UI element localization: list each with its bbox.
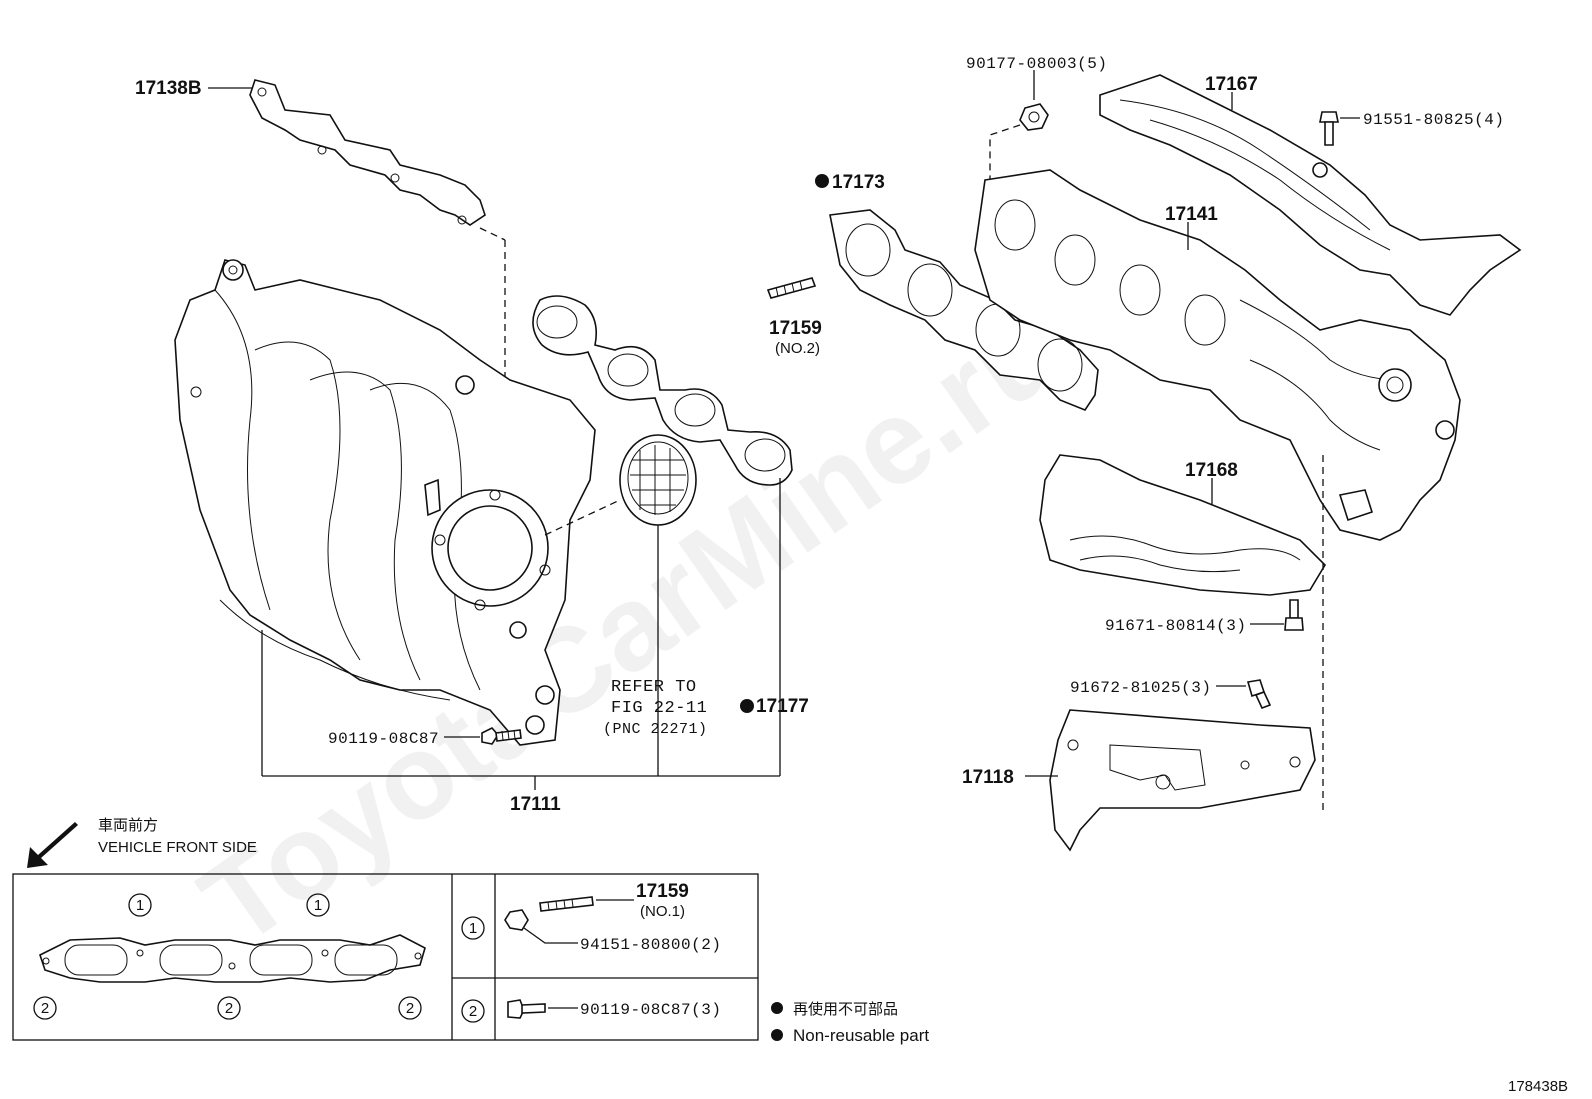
insulator-17168-drawing [1039,454,1327,596]
label-17159-no2-sub: (NO.2) [775,340,820,357]
vehicle-front-jp: 車両前方 [98,817,158,834]
label-17167: 17167 [1205,74,1258,95]
svg-text:1: 1 [314,897,322,914]
stud-17159-drawing [766,277,817,299]
refer-line-1: REFER TO [611,678,697,697]
label-17177: 17177 [756,696,809,717]
label-17138B: 17138B [135,78,202,99]
gasket-marker-2a: 2 [33,996,57,1020]
legend-dot-en [771,1029,783,1041]
vehicle-front-en: VEHICLE FRONT SIDE [98,839,257,856]
exhaust-manifold-17141-drawing [974,169,1461,541]
detail-table [12,873,759,1041]
label-91672: 91672-81025(3) [1070,679,1211,697]
gasket-17177-drawing [532,295,793,486]
gasket-marker-1b: 1 [306,893,330,917]
table-row-2-marker: 2 [461,999,485,1023]
reference-code: 178438B [1508,1078,1568,1095]
bolt-91551-drawing [1319,111,1339,146]
bracket-17138B-drawing [249,79,486,226]
bolt-90119-drawing [481,727,522,745]
table-stud-drawing [504,896,594,931]
gasket-marker-2c: 2 [398,996,422,1020]
gasket-marker-2b: 2 [217,996,241,1020]
label-91671: 91671-80814(3) [1105,617,1246,635]
label-17118: 17118 [962,767,1014,788]
bracket-17118-drawing [1049,709,1316,852]
table-row-1-marker: 1 [461,916,485,940]
svg-text:2: 2 [225,1000,233,1017]
legend-jp: 再使用不可部品 [793,1001,898,1018]
bolt-91671-drawing [1284,599,1304,631]
label-91551: 91551-80825(4) [1363,111,1504,129]
svg-text:1: 1 [469,920,477,937]
throttle-gasket-drawing [619,434,697,526]
svg-text:1: 1 [136,897,144,914]
intake-manifold-drawing [174,259,596,746]
table-gasket-drawing [39,934,426,983]
table-17159: 17159 [636,881,689,902]
refer-line-3: (PNC 22271) [603,721,708,738]
label-90119: 90119-08C87 [328,730,439,748]
refer-line-2: FIG 22-11 [611,699,707,718]
legend-dot-jp [771,1002,783,1014]
svg-text:2: 2 [41,1000,49,1017]
gasket-marker-1a: 1 [128,893,152,917]
label-17159-no2: 17159 [769,318,822,339]
svg-text:2: 2 [469,1003,477,1020]
label-17141: 17141 [1165,204,1218,225]
gasket-17173-drawing [829,209,1099,411]
table-90119: 90119-08C87(3) [580,1001,721,1019]
table-bolt-drawing [507,999,546,1019]
label-90177: 90177-08003(5) [966,55,1107,73]
label-17173: 17173 [832,172,885,193]
nut-90177-drawing [1019,103,1049,131]
svg-text:2: 2 [406,1000,414,1017]
label-17168: 17168 [1185,460,1238,481]
vehicle-front-arrow-icon [27,822,78,868]
non-reusable-dot-17173 [815,174,829,188]
table-17159-sub: (NO.1) [640,903,685,920]
table-94151: 94151-80800(2) [580,936,721,954]
label-17111: 17111 [510,794,561,815]
bolt-91672-drawing [1246,679,1272,710]
heat-insulator-17167-drawing [1099,74,1522,316]
non-reusable-dot-17177 [740,699,754,713]
legend-en: Non-reusable part [793,1026,929,1045]
